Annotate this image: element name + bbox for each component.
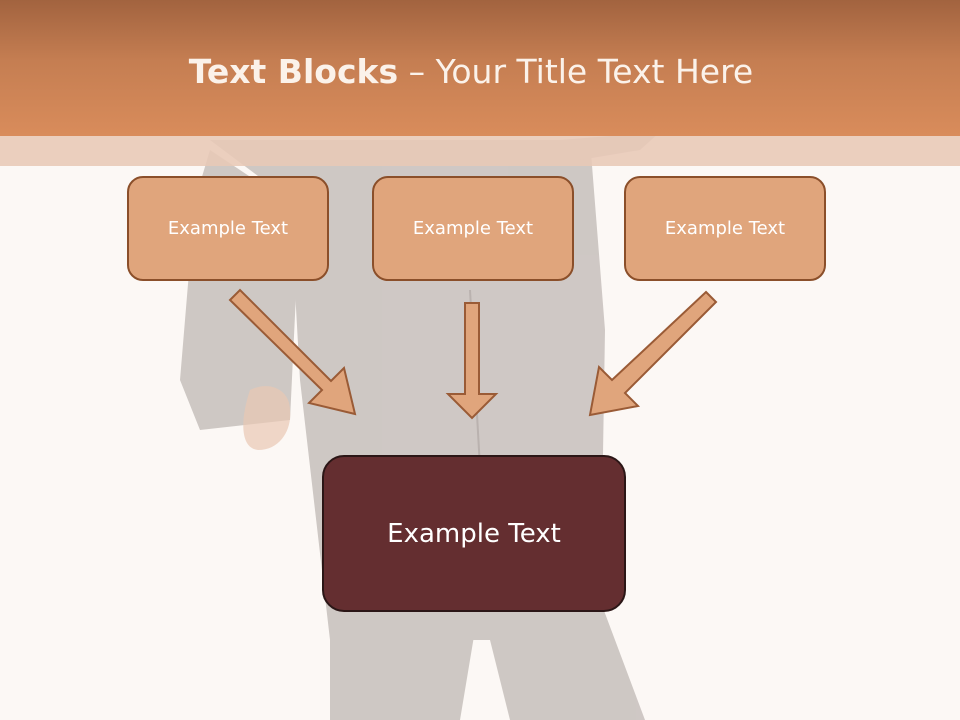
header-band [0, 136, 960, 166]
text-block-left: Example Text [127, 176, 329, 281]
arrow-center-icon [445, 302, 499, 420]
title-dash: – [398, 52, 436, 91]
text-block-bottom-label: Example Text [387, 518, 561, 549]
text-block-right-label: Example Text [664, 218, 786, 239]
text-block-right: Example Text [624, 176, 826, 281]
arrow-right-icon [588, 290, 718, 417]
title-bold: Text Blocks [188, 52, 399, 91]
text-block-center: Example Text [372, 176, 574, 281]
text-block-left-label: Example Text [167, 218, 289, 239]
text-block-bottom: Example Text [322, 455, 626, 612]
title-rest: Your Title Text Here [435, 52, 754, 91]
arrow-left-icon [228, 288, 357, 416]
text-block-center-label: Example Text [412, 218, 534, 239]
header-bar [0, 0, 960, 136]
slide-title: Text Blocks – Your Title Text Here [0, 52, 942, 91]
